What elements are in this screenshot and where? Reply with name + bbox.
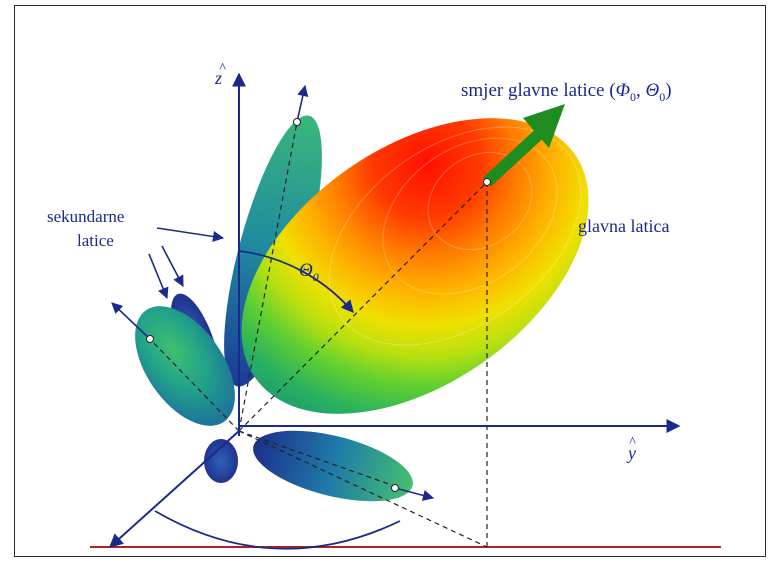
- x-axis: [108, 430, 240, 548]
- lobes: [135, 115, 589, 502]
- back-lobe: [204, 439, 238, 483]
- main-direction-arrow: [482, 104, 565, 187]
- secondary-pointer-3: [156, 227, 225, 243]
- main-lobe-label: glavna latica: [578, 216, 669, 236]
- main-lobe: [241, 118, 589, 414]
- secondary-lobe-left: [135, 306, 235, 426]
- axes: [108, 72, 681, 548]
- secondary-pointer-1: [148, 253, 169, 300]
- guide-lines: [149, 121, 488, 548]
- secondary-lobe-lower-right: [253, 430, 413, 502]
- lower-lobe-arrow: [394, 487, 435, 501]
- z-axis-label: z: [214, 68, 222, 88]
- secondary-pointer-2: [161, 245, 184, 287]
- left-lobe-arrow: [111, 302, 151, 340]
- secondary-lobes-label-line1: sekundarne: [47, 207, 124, 226]
- upper-lobe-arrow: [296, 84, 309, 123]
- lobe-center-dots: [146, 118, 491, 492]
- figure-frame: smjer glavne latice (Φ0, Θ0) glavna lati…: [14, 5, 766, 557]
- y-axis-hat: ^: [629, 435, 636, 450]
- y-axis-label: y: [626, 443, 636, 463]
- phi-arc: [154, 510, 401, 550]
- main-direction-label: smjer glavne latice (Φ0, Θ0): [461, 80, 672, 104]
- theta-arc: [238, 250, 354, 313]
- radiation-pattern-diagram: smjer glavne latice (Φ0, Θ0) glavna lati…: [47, 61, 721, 550]
- z-axis-hat: ^: [219, 61, 226, 76]
- secondary-lobes-label-line2: latice: [77, 231, 114, 250]
- theta0-label: Θ0: [299, 260, 319, 284]
